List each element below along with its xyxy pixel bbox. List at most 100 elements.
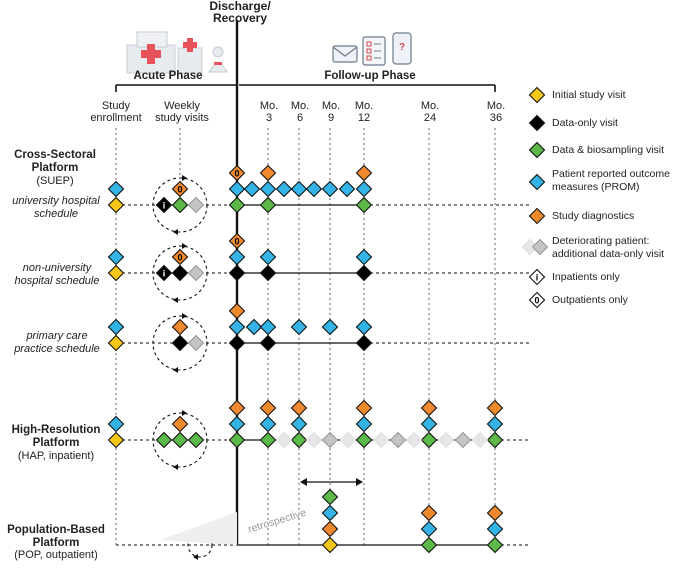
diamond-shape	[355, 180, 373, 198]
suep-subtitle: (SUEP)	[36, 175, 74, 187]
diamond-glyph: i	[536, 272, 539, 282]
diamond-shape	[339, 431, 357, 449]
weekly-deteriorating-diamond	[187, 264, 205, 282]
pop-mo36-biosampling-diamond	[486, 536, 504, 554]
prom-diamond	[290, 318, 308, 336]
deteriorating-diamond	[454, 431, 472, 449]
weekly-biosampling-diamond	[187, 431, 205, 449]
column-month-12: Mo.12	[354, 100, 374, 124]
univ-schedule-label: university hospital schedule	[12, 195, 100, 220]
diamond-shape	[321, 180, 339, 198]
legend-label-initial: Initial study visit	[552, 89, 626, 101]
diamond-shape	[107, 334, 125, 352]
followup-phase-label: Follow-up Phase	[324, 70, 416, 82]
diamond-shape	[290, 318, 308, 336]
enrollment-prom-diamond	[107, 248, 125, 266]
diamond-shape	[321, 520, 339, 538]
pop-diagnostics-diamond	[321, 520, 339, 538]
diamond-shape	[107, 318, 125, 336]
mo36-biosampling-diamond	[486, 431, 504, 449]
retrospective-label: retrospective	[247, 507, 308, 536]
diamond-shape	[437, 431, 455, 449]
diamond-glyph: i	[163, 200, 166, 210]
diamond-glyph: i	[163, 268, 166, 278]
weekly-data-only-diamond	[171, 334, 189, 352]
diamond-shape	[245, 318, 263, 336]
diamond-shape	[259, 248, 277, 266]
weekly-biosampling-diamond	[171, 196, 189, 214]
prom-diamond	[321, 180, 339, 198]
diamond-shape	[107, 264, 125, 282]
diamond-shape	[187, 196, 205, 214]
pop-mo24-biosampling-diamond	[420, 536, 438, 554]
mo12-biosampling-diamond	[355, 196, 373, 214]
prom-diamond	[338, 180, 356, 198]
diamond-shape	[259, 318, 277, 336]
mo12-diagnostics-diamond	[355, 164, 373, 182]
mo24-biosampling-diamond	[420, 431, 438, 449]
diamond-shape	[528, 141, 546, 159]
diamond-shape	[107, 180, 125, 198]
deteriorating-light-diamond	[437, 431, 455, 449]
diamond-shape	[228, 232, 246, 250]
diamond-shape	[290, 415, 308, 433]
diamond-shape	[471, 431, 489, 449]
mo3-biosampling-diamond	[259, 196, 277, 214]
prom-diamond	[245, 318, 263, 336]
weekly-outpatient-diamond: 0	[171, 180, 189, 198]
diamond-shape	[228, 431, 246, 449]
diamond-shape	[372, 431, 390, 449]
deteriorating-light-diamond	[339, 431, 357, 449]
prom-diamond	[355, 415, 373, 433]
discharge-outpatient-diamond: 0	[228, 232, 246, 250]
diamond-shape	[405, 431, 423, 449]
diamond-shape	[355, 415, 373, 433]
weekly-inpatient-diamond: i	[155, 196, 173, 214]
diamond-shape	[187, 431, 205, 449]
column-month-24: Mo.24	[420, 100, 440, 124]
diamond-shape	[305, 180, 323, 198]
diamond-shape	[228, 399, 246, 417]
diamond-shape	[528, 268, 546, 286]
diamond-shape	[420, 415, 438, 433]
legend-label-outpatient: Outpatients only	[552, 294, 628, 306]
deteriorating-diamond	[389, 431, 407, 449]
diagnostics-diamond	[290, 399, 308, 417]
legend-label-deteriorating: Deteriorating patient: additional data-o…	[552, 235, 665, 260]
prom-diamond	[355, 318, 373, 336]
legend-diagnostics-diamond	[528, 207, 546, 225]
diamond-shape	[171, 318, 189, 336]
diamond-shape	[259, 196, 277, 214]
prom-diamond	[321, 318, 339, 336]
pop-title: Population-Based Platform	[7, 524, 105, 549]
diamond-shape	[420, 399, 438, 417]
deteriorating-light-diamond	[372, 431, 390, 449]
mo3-prom-diamond	[259, 248, 277, 266]
mo6-biosampling-diamond	[290, 431, 308, 449]
diamond-shape	[259, 180, 277, 198]
discharge-diagnostics-diamond	[228, 302, 246, 320]
diamond-shape	[228, 180, 246, 198]
pop-prom-diamond	[321, 504, 339, 522]
diamond-shape	[420, 520, 438, 538]
diamond-shape	[290, 431, 308, 449]
discharge-prom-diamond	[228, 248, 246, 266]
diamond-shape	[107, 415, 125, 433]
diamond-shape	[228, 334, 246, 352]
diamond-shape	[321, 488, 339, 506]
diamond-shape	[228, 248, 246, 266]
diamond-glyph: 0	[234, 168, 239, 178]
diamond-shape	[528, 291, 546, 309]
legend-inpatient-diamond: i	[528, 268, 546, 286]
diamond-shape	[420, 431, 438, 449]
prom-diamond	[228, 318, 246, 336]
column-month-9: Mo.9	[321, 100, 341, 124]
weekly-deteriorating-diamond	[187, 196, 205, 214]
diamond-shape	[228, 196, 246, 214]
discharge-biosampling-diamond	[228, 196, 246, 214]
diamond-shape	[171, 415, 189, 433]
pop-mo24-diagnostics-diamond	[420, 504, 438, 522]
diamond-shape	[228, 164, 246, 182]
hap-title: High-Resolution Platform	[11, 424, 101, 449]
